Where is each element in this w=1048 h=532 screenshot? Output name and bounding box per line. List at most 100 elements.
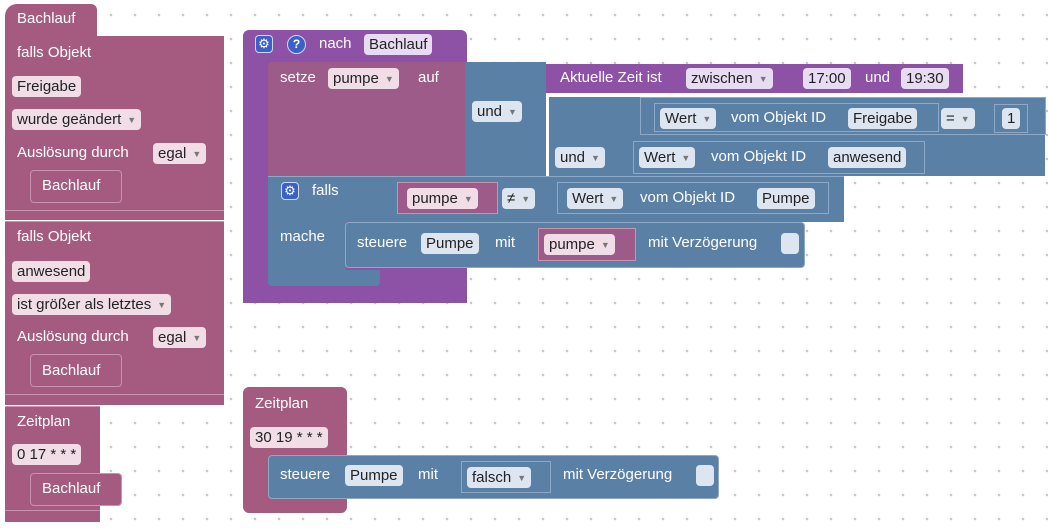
time-from-value: 17:00: [808, 70, 846, 87]
chevron-down-icon: ▼: [758, 74, 768, 84]
object-id-value: anwesend: [833, 149, 902, 166]
control-variable-dropdown[interactable]: pumpe ▼: [544, 234, 615, 255]
object-field-anwesend[interactable]: anwesend: [12, 261, 91, 282]
call-label: Bachlauf: [42, 177, 101, 194]
and-value: und: [560, 149, 586, 166]
chevron-down-icon: ▼: [609, 194, 619, 204]
to-label: auf: [418, 69, 439, 86]
trigger-header: falls Objekt: [17, 44, 92, 61]
time-label: Aktuelle Zeit ist: [560, 69, 662, 86]
condition-value: wurde geändert: [17, 111, 122, 128]
trigger-label: Auslösung durch: [17, 144, 129, 161]
object-field-label: anwesend: [17, 263, 86, 280]
cron-field[interactable]: 30 19 * * *: [250, 427, 328, 448]
on-label: nach: [319, 35, 352, 52]
delay-label: mit Verzögerung: [563, 466, 673, 483]
chevron-down-icon: ▼: [960, 114, 970, 124]
trigger-dropdown[interactable]: egal▼: [153, 143, 207, 164]
prop-dropdown-pumpe[interactable]: Wert ▼: [567, 188, 624, 209]
call-block-bachlauf[interactable]: [30, 170, 122, 203]
on-name-value: Bachlauf: [369, 36, 428, 53]
variable-value: pumpe: [333, 70, 379, 87]
operator-dropdown[interactable]: =▼: [941, 108, 975, 129]
compare-value-field[interactable]: 1: [1002, 108, 1021, 129]
variable-value: pumpe: [412, 190, 458, 207]
prop-value: Wert: [665, 110, 697, 127]
trigger-header: falls Objekt: [17, 228, 92, 245]
event-hat-bachlauf[interactable]: [5, 4, 97, 36]
chevron-down-icon: ▼: [157, 300, 167, 310]
condition-dropdown[interactable]: wurde geändert ▼: [12, 109, 142, 130]
chevron-down-icon: ▼: [600, 240, 610, 250]
chevron-down-icon: ▼: [517, 473, 527, 483]
time-to-field[interactable]: 19:30: [901, 68, 949, 89]
of-object-label: vom Objekt ID: [640, 189, 736, 206]
on-name-field[interactable]: Bachlauf: [364, 34, 433, 55]
variable-dropdown[interactable]: pumpe ▼: [328, 68, 399, 89]
with-label: mit: [418, 466, 438, 483]
prop-value: Wert: [644, 149, 676, 166]
chevron-down-icon: ▼: [702, 114, 712, 124]
chevron-down-icon: ▼: [591, 153, 600, 163]
control-label: steuere: [280, 466, 331, 483]
control-object-value: Pumpe: [350, 467, 398, 484]
delay-label: mit Verzögerung: [648, 234, 758, 251]
prop-dropdown-anwesend[interactable]: Wert ▼: [639, 147, 696, 168]
condition-dropdown[interactable]: ist größer als letztes ▼: [12, 294, 172, 315]
control-object-field[interactable]: Pumpe: [345, 465, 403, 486]
time-and-label: und: [865, 69, 891, 86]
prop-dropdown-freigabe[interactable]: Wert ▼: [660, 108, 717, 129]
cron-field[interactable]: 0 17 * * *: [12, 444, 82, 465]
delay-checkbox[interactable]: [696, 465, 714, 486]
time-from-field[interactable]: 17:00: [803, 68, 851, 89]
chevron-down-icon: ▼: [384, 74, 394, 84]
delay-checkbox[interactable]: [781, 233, 799, 254]
trigger-value: egal: [158, 145, 187, 162]
do-label: mache: [280, 228, 326, 245]
of-object-label: vom Objekt ID: [731, 109, 827, 126]
object-id-freigabe[interactable]: Freigabe: [848, 108, 918, 129]
time-mode-value: zwischen: [691, 70, 753, 87]
object-id-pumpe[interactable]: Pumpe: [757, 188, 815, 209]
help-icon[interactable]: ?: [287, 35, 306, 54]
object-field-label: Freigabe: [17, 78, 77, 95]
object-field-freigabe[interactable]: Freigabe: [12, 76, 82, 97]
gear-icon[interactable]: ⚙: [281, 182, 299, 200]
chevron-down-icon: ▼: [463, 194, 473, 204]
condition-value: ist größer als letztes: [17, 296, 152, 313]
set-label: setze: [280, 69, 316, 86]
cron-value: 30 19 * * *: [255, 429, 323, 446]
prop-value: Wert: [572, 190, 604, 207]
time-to-value: 19:30: [906, 70, 944, 87]
object-id-value: Pumpe: [762, 190, 810, 207]
trigger-label: Auslösung durch: [17, 328, 129, 345]
operator-value: ≠: [507, 190, 516, 207]
schedule-header: Zeitplan: [255, 395, 309, 412]
object-id-value: Freigabe: [853, 110, 913, 127]
if-variable-dropdown[interactable]: pumpe ▼: [407, 188, 478, 209]
operator-value: =: [946, 110, 955, 127]
control-object-field[interactable]: Pumpe: [421, 233, 479, 254]
if-operator-dropdown[interactable]: ≠▼: [502, 188, 536, 209]
call-block-bachlauf[interactable]: [30, 354, 122, 387]
value-dropdown[interactable]: falsch▼: [467, 467, 532, 488]
call-block-bachlauf[interactable]: [30, 473, 122, 506]
control-object-value: Pumpe: [426, 235, 474, 252]
call-label: Bachlauf: [42, 480, 101, 497]
and-dropdown-inner[interactable]: und ▼: [555, 147, 605, 168]
chevron-down-icon: ▼: [681, 153, 691, 163]
and-value: und: [477, 103, 503, 120]
gear-icon[interactable]: ⚙: [255, 35, 273, 53]
event-hat-label: Bachlauf: [17, 10, 76, 27]
trigger-value: egal: [158, 329, 187, 346]
and-dropdown-outer[interactable]: und▼: [472, 101, 522, 122]
compare-value: 1: [1007, 110, 1016, 127]
if-label: falls: [312, 182, 339, 199]
schedule-header: Zeitplan: [17, 413, 71, 430]
time-mode-dropdown[interactable]: zwischen ▼: [686, 68, 773, 89]
object-id-anwesend[interactable]: anwesend: [828, 147, 907, 168]
variable-value: pumpe: [549, 236, 595, 253]
chevron-down-icon: ▼: [127, 115, 137, 125]
trigger-dropdown[interactable]: egal▼: [153, 327, 207, 348]
cron-value: 0 17 * * *: [17, 446, 77, 463]
